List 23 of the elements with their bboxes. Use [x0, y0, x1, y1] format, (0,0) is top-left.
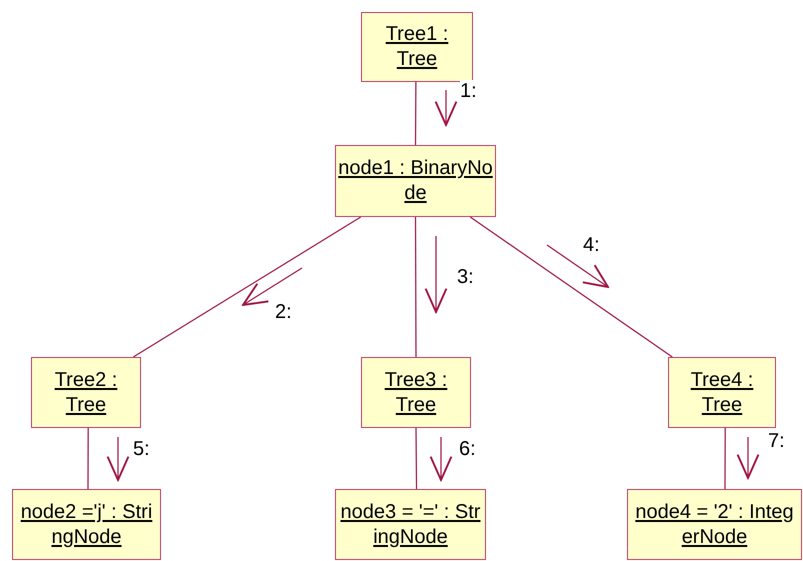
object-box — [12, 489, 161, 560]
link-line — [724, 428, 726, 489]
object-box — [31, 357, 141, 428]
object-name: node2 ='j' : StringNode — [20, 500, 154, 550]
link-line — [414, 217, 417, 357]
object-box — [361, 12, 473, 82]
link-line — [87, 428, 89, 489]
object-name: node3 = '=' : StringNode — [340, 500, 481, 550]
link-line — [470, 216, 673, 358]
object-name: node4 = '2' : IntegerNode — [634, 500, 795, 550]
link-line — [415, 428, 418, 489]
object-box — [627, 489, 802, 560]
object-box — [335, 145, 496, 217]
object-box — [668, 357, 776, 428]
object-box — [361, 357, 471, 428]
object-name: Tree1 : Tree — [384, 22, 450, 72]
object-name: Tree3 : Tree — [384, 368, 448, 418]
object-box — [335, 489, 486, 560]
object-name: Tree2 : Tree — [54, 368, 118, 418]
link-line — [132, 216, 362, 358]
object-name: Tree4 : Tree — [690, 368, 754, 418]
object-name: node1 : BinaryNode — [338, 156, 493, 206]
link-line — [414, 82, 416, 145]
